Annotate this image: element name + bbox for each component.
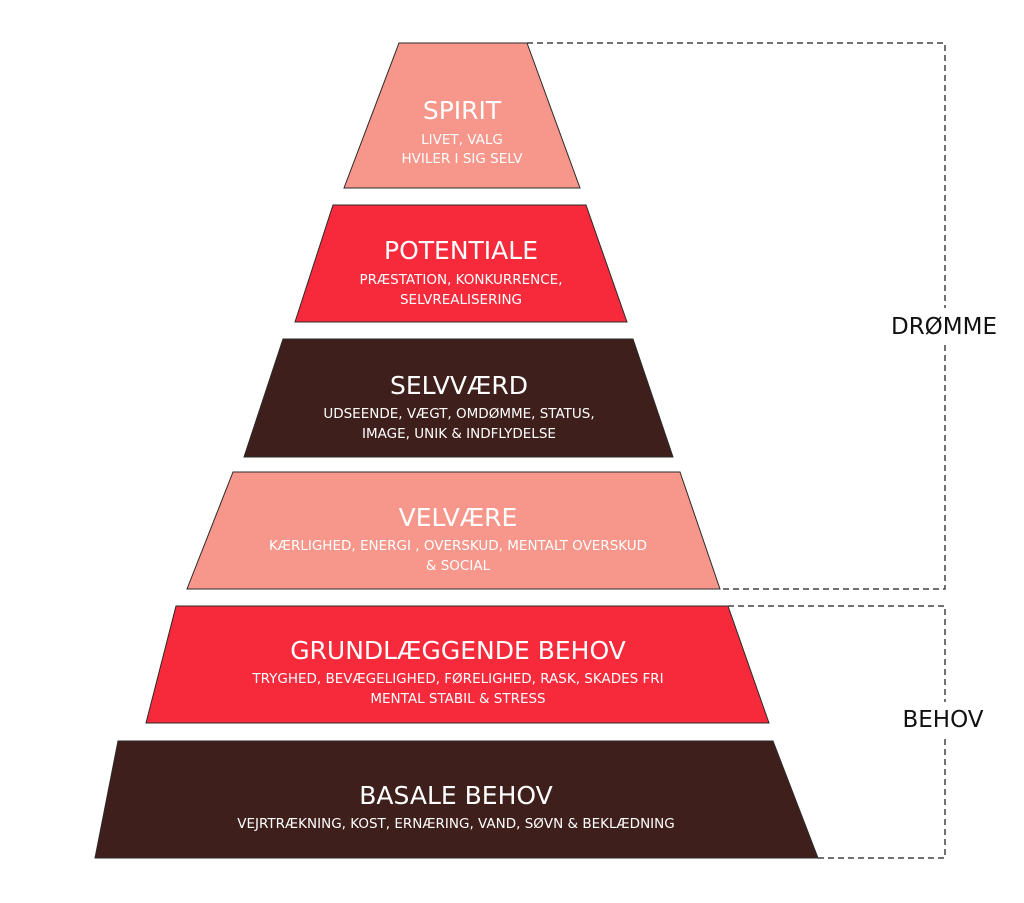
level-description: KÆRLIGHED, ENERGI , OVERSKUD, MENTALT OV… — [269, 538, 647, 554]
level-grundlaeggende-shape — [145, 605, 770, 724]
level-title: BASALE BEHOV — [359, 781, 552, 810]
level-velvaere: VELVÆRE KÆRLIGHED, ENERGI , OVERSKUD, ME… — [186, 471, 721, 590]
level-selvvaerd-shape — [243, 338, 674, 458]
level-title: VELVÆRE — [399, 503, 518, 532]
level-title: GRUNDLÆGGENDE BEHOV — [290, 636, 626, 665]
level-title: SELVVÆRD — [390, 371, 528, 400]
level-spirit-shape — [343, 42, 581, 189]
level-selvvaerd: SELVVÆRD UDSEENDE, VÆGT, OMDØMME, STATUS… — [243, 338, 674, 458]
level-potentiale: POTENTIALE PRÆSTATION, KONKURRENCE, SELV… — [294, 204, 628, 323]
level-potentiale-shape — [294, 204, 628, 323]
level-grundlaeggende-behov: GRUNDLÆGGENDE BEHOV TRYGHED, BEVÆGELIGHE… — [145, 605, 770, 724]
level-description: HVILER I SIG SELV — [401, 151, 523, 167]
label-background — [888, 702, 998, 736]
group-label-dromme: DRØMME — [891, 314, 997, 340]
level-description: MENTAL STABIL & STRESS — [370, 691, 545, 707]
level-description: VEJRTRÆKNING, KOST, ERNÆRING, VAND, SØVN… — [237, 816, 674, 832]
level-spirit: SPIRIT LIVET, VALG HVILER I SIG SELV — [343, 42, 581, 189]
level-velvaere-shape — [186, 471, 721, 590]
group-label-behov: BEHOV — [902, 707, 983, 733]
level-description: UDSEENDE, VÆGT, OMDØMME, STATUS, — [323, 406, 594, 422]
level-description: IMAGE, UNIK & INDFLYDELSE — [362, 426, 556, 442]
label-background — [872, 308, 1018, 342]
level-title: POTENTIALE — [384, 236, 538, 265]
level-description: SELVREALISERING — [400, 292, 522, 308]
level-description: PRÆSTATION, KONKURRENCE, — [359, 272, 562, 288]
level-description: TRYGHED, BEVÆGELIGHED, FØRELIGHED, RASK,… — [251, 671, 663, 687]
level-basale-behov: BASALE BEHOV VEJRTRÆKNING, KOST, ERNÆRIN… — [94, 740, 819, 859]
level-description: LIVET, VALG — [421, 132, 503, 148]
level-description: & SOCIAL — [426, 558, 491, 574]
level-title: SPIRIT — [423, 96, 502, 125]
